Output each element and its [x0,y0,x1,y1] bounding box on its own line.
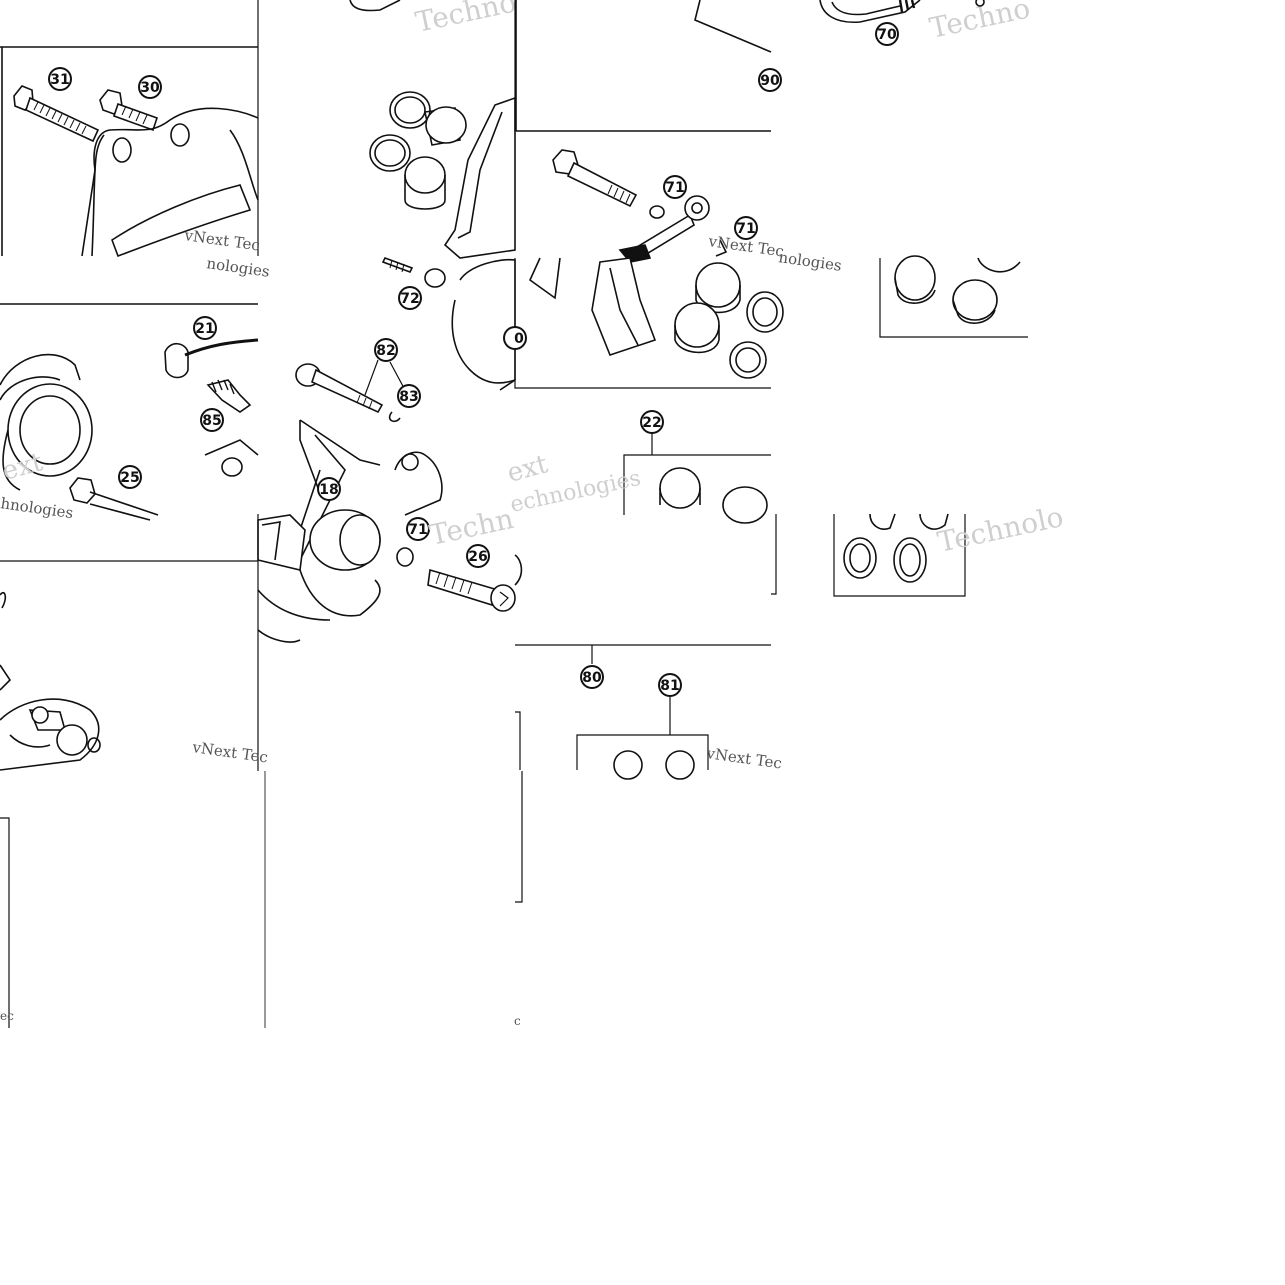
svg-text:ec: ec [0,1009,14,1023]
tile-4 [819,0,985,24]
callout-71: 71 [663,175,687,199]
callout-80-label: 80 [582,670,602,686]
callout-81: 81 [658,673,682,697]
watermark: ext [504,449,551,489]
tile-10 [514,514,777,780]
tile-6 [257,257,516,643]
tile-3 [515,0,772,263]
bolt-31 [13,85,100,143]
caliper-bracket [81,107,259,258]
callout-71-b: 71 [734,216,758,240]
callout-90-label: 90 [760,73,780,89]
callout-31: 31 [48,67,72,91]
callout-21-label: 21 [195,321,214,337]
callout-80: 80 [580,665,604,689]
callout-21: 21 [193,316,217,340]
svg-text:c: c [514,1014,521,1028]
callout-71-c: 71 [406,517,430,541]
watermark: ext [0,447,46,487]
tile-5 [0,303,259,562]
callout-26-label: 26 [468,549,487,565]
callout-26: 26 [466,544,490,568]
tile-2 [349,0,516,259]
callout-0: 0 [503,326,527,350]
callout-82-label: 82 [376,343,395,359]
watermark: vNext Tec [706,232,785,261]
callout-83-label: 83 [399,389,418,405]
callout-22-label: 22 [642,415,661,431]
callout-71-c-label: 71 [408,522,427,538]
tile-8 [879,255,1028,338]
callout-85-label: 85 [202,413,221,429]
callout-71-b-label: 71 [736,221,755,237]
tile-11 [833,513,966,597]
callout-82: 82 [374,338,398,362]
watermark: Techno [413,0,519,39]
watermark: vNext Tec [182,226,261,255]
callout-30-label: 30 [140,80,160,96]
tile-9 [0,514,259,771]
callout-90: 90 [758,68,782,92]
watermark: vNext Tec [704,744,783,773]
tile-1 [0,0,259,258]
watermark: Techn [427,502,517,552]
callout-71-label: 71 [665,180,684,196]
watermark: Technolo [935,500,1067,559]
watermark: vNext Tec [190,738,269,767]
tile-13-15: ec c [0,771,523,1028]
callout-72-label: 72 [400,291,419,307]
callout-85: 85 [200,408,224,432]
callout-83: 83 [397,384,421,408]
callout-81-label: 81 [660,678,679,694]
callout-18: 18 [317,477,341,501]
watermark: hnologies [0,494,74,522]
watermark: nologies [777,248,842,275]
watermark: nologies [205,254,270,281]
tile-7 [514,257,784,524]
callout-30: 30 [138,75,162,99]
callout-0-label: 0 [514,331,524,347]
callout-72: 72 [398,286,422,310]
callout-25: 25 [118,465,142,489]
bolt-30 [99,89,159,132]
callout-31-label: 31 [50,72,69,88]
callout-70-label: 70 [877,27,897,43]
callout-25-label: 25 [120,470,139,486]
callout-70: 70 [875,22,899,46]
callout-22: 22 [640,410,664,434]
callout-18-label: 18 [319,482,338,498]
